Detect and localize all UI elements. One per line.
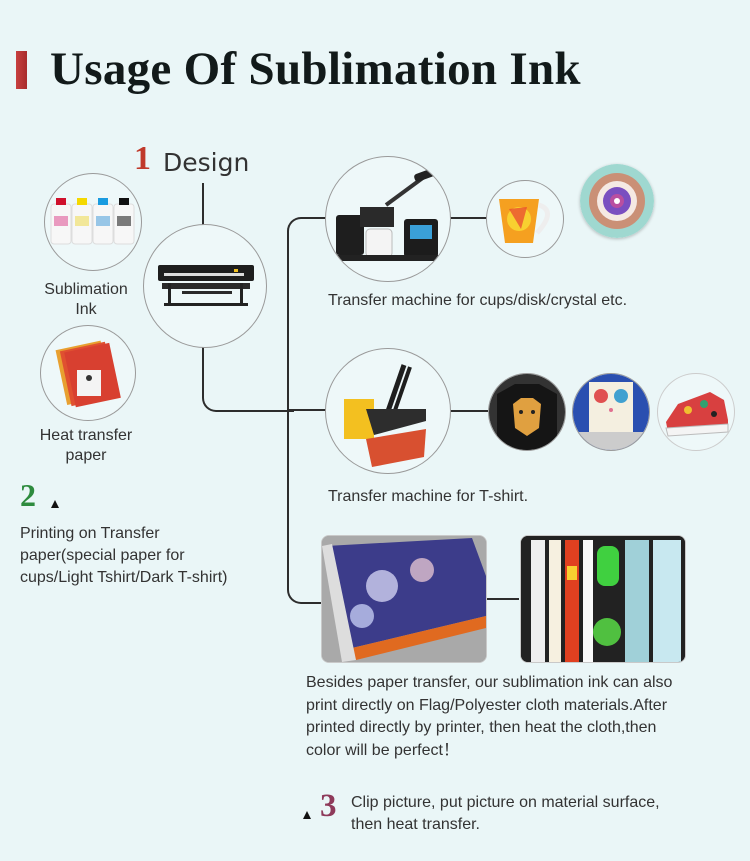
pillow-product-circle — [572, 373, 650, 451]
connector-line — [448, 410, 488, 412]
connector-line — [448, 217, 488, 219]
plate-icon — [580, 164, 654, 238]
triangle-bullet-icon — [303, 811, 311, 819]
mug-press-icon — [334, 168, 440, 261]
triangle-bullet-icon — [51, 500, 59, 508]
sneaker-product-circle — [657, 373, 735, 451]
mug-press-caption: Transfer machine for cups/disk/crystal e… — [328, 292, 628, 309]
fabric-print-illustration — [322, 536, 486, 662]
direct-print-description: Besides paper transfer, our sublimation … — [306, 674, 673, 759]
ink-bottles-icon — [50, 198, 135, 245]
plate-product-circle — [580, 164, 654, 238]
material-label-ink: Sublimation Ink — [44, 281, 128, 318]
connector-line — [202, 183, 204, 225]
large-format-printer-icon — [158, 265, 254, 306]
material-label-paper: Heat transfer paper — [39, 427, 133, 464]
heat-press-circle — [325, 348, 451, 474]
step-3-description: Clip picture, put picture on material su… — [351, 794, 660, 833]
pillow-icon — [573, 374, 649, 450]
step-3-number: 3 — [320, 788, 337, 824]
step-1-label: Design — [163, 148, 250, 177]
transfer-paper-icon — [55, 340, 121, 408]
ink-bottles-circle — [44, 173, 142, 271]
heat-press-icon — [344, 364, 426, 467]
page-title: Usage Of Sublimation Ink — [50, 43, 581, 95]
printer-circle — [143, 224, 267, 348]
step-1-number: 1 — [134, 140, 151, 177]
printed-cloth-photo — [520, 535, 686, 663]
connector-curve — [202, 380, 294, 412]
mug-icon — [499, 199, 550, 243]
step-2-description: Printing on Transfer paper(special paper… — [20, 525, 228, 586]
sneaker-icon — [665, 392, 729, 437]
title-accent-bar — [16, 51, 27, 89]
tshirt-product-circle — [488, 373, 566, 451]
connector-line — [487, 598, 519, 600]
mug-product-circle — [486, 180, 564, 258]
fabric-print-photo — [321, 535, 487, 663]
connector-line — [202, 345, 204, 397]
tshirt-icon — [489, 374, 565, 450]
printed-cloth-illustration — [521, 536, 685, 662]
transfer-paper-circle — [40, 325, 136, 421]
mug-press-circle — [325, 156, 451, 282]
heat-press-caption: Transfer machine for T-shirt. — [328, 488, 529, 505]
step-2-number: 2 — [20, 477, 36, 513]
connector-line — [288, 409, 326, 411]
